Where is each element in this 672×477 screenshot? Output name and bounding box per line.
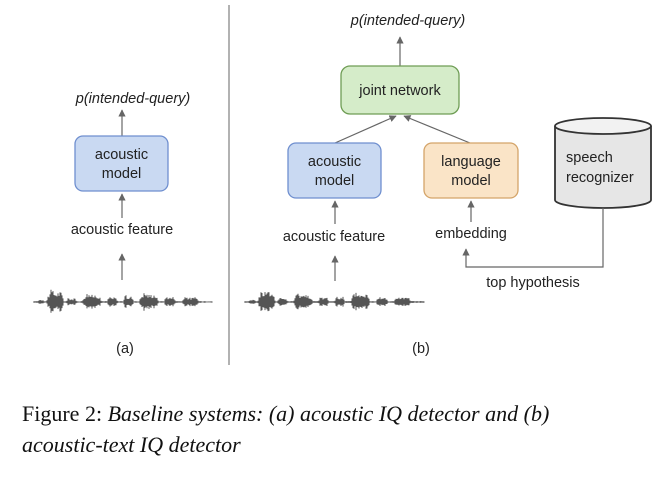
joint-network-box xyxy=(340,65,460,115)
speech-recognizer-label-2: recognizer xyxy=(566,170,634,186)
language-to-joint-arrow xyxy=(403,115,471,144)
panel-a: p(intended-query) acoustic model acousti… xyxy=(33,91,213,357)
acoustic-to-joint-arrow xyxy=(334,115,397,144)
language-model-box xyxy=(423,142,519,199)
top-hypothesis-connector xyxy=(462,208,604,268)
panel-a-acoustic-model-label-1: acoustic xyxy=(95,147,148,163)
panel-b-acoustic-model-label-2: model xyxy=(315,173,355,189)
panel-a-waveform xyxy=(33,289,213,313)
panel-a-acoustic-feature-label: acoustic feature xyxy=(71,222,173,238)
language-model-label-1: language xyxy=(441,154,501,170)
joint-network-label: joint network xyxy=(358,83,441,99)
language-model-label-2: model xyxy=(451,173,491,189)
top-hypothesis-label: top hypothesis xyxy=(486,275,580,291)
panel-b-output-label: p(intended-query) xyxy=(350,13,465,29)
figure-caption-body-line1: Baseline systems: (a) acoustic IQ detect… xyxy=(107,401,550,426)
panel-b-caption: (b) xyxy=(412,341,430,357)
wave-a-trace xyxy=(33,289,213,313)
figure-caption-prefix: Figure 2: xyxy=(22,401,103,426)
panel-a-acoustic-model-box xyxy=(74,135,169,192)
wave-b-trace xyxy=(244,292,425,312)
panel-a-acoustic-model-label-2: model xyxy=(102,166,142,182)
panel-b: p(intended-query) joint network acoustic… xyxy=(244,13,652,357)
speech-recognizer-cylinder: speech recognizer xyxy=(554,117,652,209)
panel-b-acoustic-feature-label: acoustic feature xyxy=(283,229,385,245)
figure-caption: Figure 2: Baseline systems: (a) acoustic… xyxy=(22,398,658,460)
panel-b-waveform xyxy=(244,292,425,312)
figure-caption-body-line2: acoustic-text IQ detector xyxy=(22,432,241,457)
embedding-label: embedding xyxy=(435,226,507,242)
panel-a-output-label: p(intended-query) xyxy=(75,91,190,107)
panel-a-caption: (a) xyxy=(116,341,134,357)
panel-b-acoustic-model-label-1: acoustic xyxy=(308,154,361,170)
panel-b-acoustic-model-box xyxy=(287,142,382,199)
speech-recognizer-label-1: speech xyxy=(566,150,613,166)
